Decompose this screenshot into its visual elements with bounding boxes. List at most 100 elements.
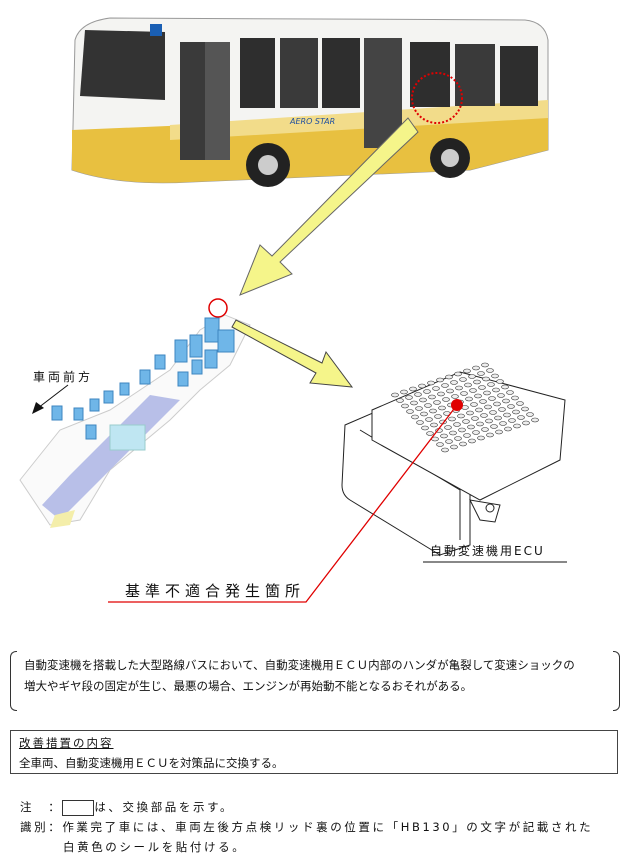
ecu-pin: [409, 386, 417, 392]
ecu-pin: [471, 416, 479, 421]
ecu-pin: [406, 409, 414, 414]
ecu-pin: [488, 396, 496, 401]
description-line: 自動変速機を搭載した大型路線バスにおいて、自動変速機用ＥＣＵ内部のハンダが亀裂し…: [24, 658, 575, 672]
ecu-pin: [472, 365, 480, 371]
ecu-pin: [485, 418, 493, 424]
ecu-pin: [466, 410, 474, 416]
direction-label: 車両前方: [33, 370, 94, 384]
part-label: 自動変速機用ECU: [430, 544, 545, 558]
bus-illustration: AERO STAR: [19, 17, 567, 603]
ecu-pin: [429, 408, 437, 414]
ecu-pin: [423, 389, 431, 394]
bus-body: AERO STAR: [71, 17, 549, 187]
ecu-pin: [465, 396, 473, 402]
ecu-pin: [472, 430, 480, 435]
ecu-pin: [436, 442, 444, 447]
ecu-pin: [418, 383, 426, 389]
note-text: は、交換部品を示す。: [94, 800, 235, 814]
ecu-pin: [454, 371, 462, 377]
id-label: 識別：: [20, 820, 63, 834]
leader-line: [108, 404, 458, 603]
arrowhead-icon: [32, 402, 44, 414]
remedy-heading: 改善措置の内容: [19, 736, 114, 750]
defect-location-label: 基準不適合発生箇所: [125, 582, 306, 600]
ecu-pin: [425, 417, 433, 422]
ecu-pin: [438, 405, 446, 411]
ecu-pin: [396, 398, 404, 403]
ecu-pin: [469, 388, 477, 393]
ecu-pin: [512, 409, 520, 415]
remedy-box: 改善措置の内容 全車両、自動変速機用ＥＣＵを対策品に交換する。: [10, 730, 618, 774]
ecu-pin: [426, 431, 434, 436]
ecu-pin: [459, 377, 467, 382]
ecu-pin: [428, 394, 436, 400]
ecu-pin: [504, 426, 512, 432]
ecu-pin: [430, 422, 438, 428]
ecu-pin: [462, 419, 470, 424]
ecu-pin: [474, 393, 482, 399]
ecu-pin: [445, 374, 453, 380]
ecu-pin: [513, 423, 521, 429]
ecu-pin: [421, 425, 429, 431]
ecu-pin: [473, 379, 481, 385]
ecu-pin: [457, 413, 465, 419]
id-text: 作業完了車には、車両左後方点検リッド裏の位置に「HB130」の文字が記載された: [62, 820, 594, 834]
ecu-pin: [482, 376, 490, 382]
ecu-pin: [432, 386, 440, 391]
ecu-pin: [436, 377, 444, 383]
ecu-pin: [526, 412, 534, 417]
notes: 注 ：は、交換部品を示す。 識別：作業完了車には、車両左後方点検リッド裏の位置に…: [20, 797, 593, 857]
ecu-pin: [446, 388, 454, 394]
pointer-arrow-icon: [239, 117, 419, 296]
ecu-pin: [448, 416, 456, 422]
ecu-pin: [440, 433, 448, 439]
ecu-pin: [490, 424, 498, 429]
ecu-pin: [405, 395, 413, 400]
ecu-pin: [492, 387, 500, 393]
ecu-pin: [479, 399, 487, 404]
ecu-pin: [493, 401, 501, 407]
ecu-pin: [416, 420, 424, 425]
ecu-pin: [458, 427, 466, 433]
ecu-pin: [502, 398, 510, 404]
ecu-pin: [468, 438, 476, 444]
ecu-pin: [467, 424, 475, 430]
ecu-pin: [419, 397, 427, 403]
ecu-illustration: [341, 371, 566, 556]
defect-description: 自動変速機を搭載した大型路線バスにおいて、自動変速機用ＥＣＵ内部のハンダが亀裂し…: [10, 651, 620, 711]
ecu-pin: [481, 362, 489, 368]
ecu-pin: [491, 373, 499, 379]
ecu-pin: [410, 400, 418, 406]
ecu-pin: [477, 435, 485, 441]
ecu-pin: [464, 382, 472, 388]
ecu-pin: [449, 430, 457, 436]
ecu-pin: [460, 391, 468, 396]
ecu-pin: [483, 390, 491, 396]
ecu-pin: [411, 414, 419, 420]
ecu-pin: [420, 411, 428, 417]
ecu-pin: [442, 397, 450, 402]
ecu-pin: [499, 421, 507, 426]
ecu-pin: [459, 441, 467, 447]
ecu-pin: [484, 404, 492, 410]
ecu-pin: [486, 432, 494, 438]
ecu-pin: [486, 368, 494, 373]
ecu-pin: [444, 425, 452, 430]
ecu-pin: [476, 421, 484, 427]
ecu-pin: [494, 415, 502, 421]
ecu-pin: [495, 429, 503, 435]
ecu-pin: [522, 420, 530, 426]
ecu-pin: [453, 422, 461, 427]
ecu-pin: [400, 389, 408, 395]
ecu-pin: [427, 380, 435, 386]
ecu-pin: [445, 439, 453, 444]
ecu-pin: [481, 427, 489, 432]
ecu-pin: [506, 390, 514, 395]
ecu-pin: [487, 382, 495, 387]
ecu-pin: [507, 404, 515, 409]
ecu-pin: [508, 418, 516, 423]
ecu-location-marker: [411, 72, 463, 124]
ecu-pin: [454, 436, 462, 441]
ecu-pin: [401, 403, 409, 409]
bus-logo: AERO STAR: [289, 117, 335, 126]
